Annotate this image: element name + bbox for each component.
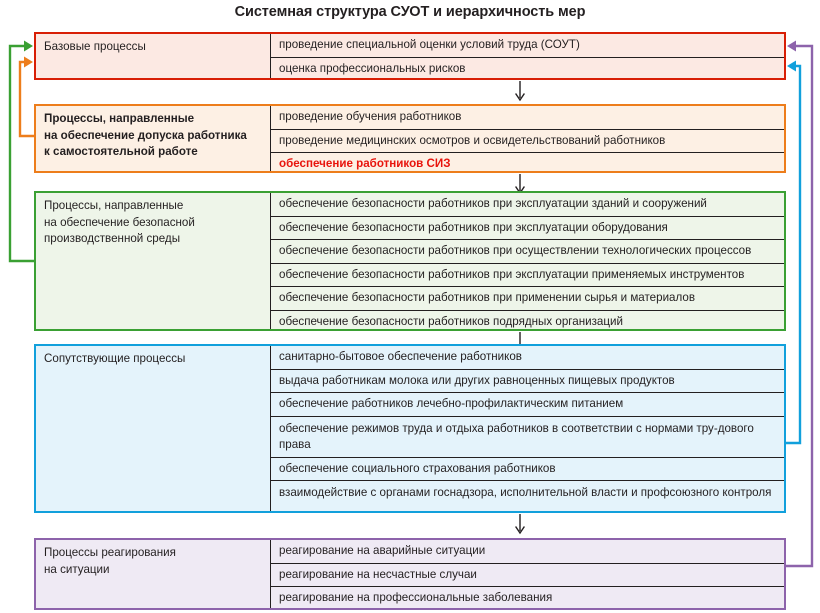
block-admission-processes: Процессы, направленные на обеспечение до… [34,104,786,173]
block-label-base-processes: Базовые процессы [44,40,146,53]
label-line: Процессы, направленные [44,112,195,125]
label-line: производственной среды [44,232,181,245]
process-row: обеспечение безопасности работников подр… [271,309,784,334]
block-label-response-processes: Процессы реагирования на ситуации [36,540,270,608]
process-row: проведение обучения работников [279,110,462,123]
process-row: реагирование на несчастные случаи [271,562,784,587]
block-accompanying-processes: Сопутствующие процессы санитарно-бытовое… [34,344,786,513]
process-row: проведение специальной оценки условий тр… [279,38,580,51]
flow-arrow-down [512,80,528,104]
process-row: обеспечение безопасности работников при … [271,215,784,240]
block-response-processes: Процессы реагирования на ситуации реагир… [34,538,786,610]
process-row: обеспечение работников лечебно-профилакт… [271,392,784,416]
connector-purple-feedback [786,40,814,568]
block-rows-accompanying-processes: санитарно-бытовое обеспечение работников… [270,346,784,511]
process-row: взаимодействие с органами госнадзора, ис… [271,480,784,518]
process-row: обеспечение безопасности работников при … [271,286,784,310]
block-safe-environment-processes: Процессы, направленные на обеспечение бе… [34,191,786,331]
block-label-admission-processes: Процессы, направленные на обеспечение до… [36,106,270,171]
label-line: к самостоятельной работе [44,145,198,158]
process-row: реагирование на аварийные ситуации [279,544,486,557]
process-row: обеспечение безопасности работников при … [271,262,784,287]
label-line: на обеспечение безопасной [44,215,195,229]
label-line: Процессы реагирования [44,546,176,559]
process-row: обеспечение безопасности работников при … [271,239,784,263]
connector-orange-feedback [18,56,34,138]
block-label-safe-environment-processes: Процессы, направленные на обеспечение бе… [36,193,270,329]
process-row-highlighted: обеспечение работников СИЗ [271,152,784,176]
label-line: Сопутствующие процессы [44,352,186,365]
block-label-accompanying-processes: Сопутствующие процессы [36,346,270,511]
block-rows-base-processes: проведение специальной оценки условий тр… [270,34,784,78]
connector-blue-feedback [786,60,802,445]
label-line: Процессы, направленные [44,199,184,212]
block-rows-admission-processes: проведение обучения работников проведени… [270,106,784,171]
process-row: обеспечение социального страхования рабо… [271,456,784,481]
process-row: обеспечение безопасности работников при … [279,197,707,210]
label-line: на ситуации [44,562,110,576]
block-base-processes: Базовые процессы проведение специальной … [34,32,786,80]
block-rows-response-processes: реагирование на аварийные ситуации реаги… [270,540,784,608]
process-row: выдача работникам молока или других равн… [271,368,784,393]
connector-green-feedback [8,40,34,263]
process-row: проведение медицинских осмотров и освиде… [271,128,784,153]
page-title: Системная структура СУОТ и иерархичность… [234,4,586,20]
label-line: на обеспечение допуска работника [44,128,247,142]
block-rows-safe-environment-processes: обеспечение безопасности работников при … [270,193,784,329]
process-row: санитарно-бытовое обеспечение работников [279,350,522,363]
process-row: оценка профессиональных рисков [271,56,784,81]
process-row: реагирование на профессиональные заболев… [271,586,784,610]
flow-arrow-down [512,513,528,537]
process-row: обеспечение режимов труда и отдыха работ… [271,415,784,457]
